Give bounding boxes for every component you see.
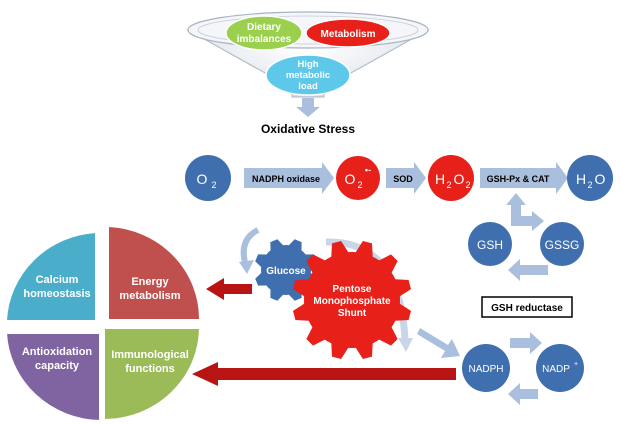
superoxide-node — [336, 156, 380, 200]
dietary-label-2: imbalances — [237, 34, 292, 45]
h2o-label-o: O — [595, 171, 606, 187]
gear-ppp-shape — [293, 241, 411, 359]
h2o2-subscript-2: 2 — [465, 180, 470, 190]
nadp-to-nadph-arrow — [508, 383, 538, 405]
gssg-node — [540, 222, 584, 266]
metabolism-label: Metabolism — [320, 29, 375, 40]
superoxide-subscript: 2 — [357, 180, 362, 190]
immuno-label-1: Immunological — [111, 349, 189, 361]
nadp-superscript: + — [574, 361, 578, 368]
gshpx-arrow — [480, 162, 568, 194]
pentose-shunt-gear — [293, 241, 411, 359]
h2o2-node — [428, 155, 474, 201]
shunt-to-nadph-arrow — [417, 328, 460, 358]
funnel: Dietary imbalances Metabolism High metab… — [186, 11, 430, 98]
ppp-label-2: Monophosphate — [313, 296, 391, 307]
h2o2-label-h: H — [435, 171, 445, 187]
o2-subscript: 2 — [211, 180, 216, 190]
gsh-node — [468, 222, 512, 266]
calcium-label-1: Calcium — [36, 274, 79, 286]
antiox-label-2: capacity — [35, 360, 80, 372]
nadph-to-functions-arrow — [192, 362, 456, 386]
funnel-arrow — [296, 98, 320, 117]
glucose-label: Glucose — [266, 266, 306, 277]
dietary-label-1: Dietary — [247, 22, 281, 33]
nadph-node — [462, 344, 510, 392]
nadph-oxidase-label: NADPH oxidase — [252, 174, 320, 184]
dietary-bubble — [225, 15, 303, 51]
load-label-1: High — [297, 59, 318, 70]
oxidative-stress-title: Oxidative Stress — [261, 122, 355, 136]
nadph-label: NADPH — [468, 364, 503, 375]
shunt-curve-head — [398, 338, 413, 352]
energy-label-1: Energy — [131, 276, 169, 288]
gsh-label: GSH — [477, 238, 503, 252]
h2o2-subscript-1: 2 — [446, 180, 451, 190]
nadp-node — [536, 344, 584, 392]
gssg-label: GSSG — [545, 238, 580, 252]
o2-label: O — [197, 171, 208, 187]
sod-label: SOD — [393, 174, 413, 184]
nadp-label: NADP — [542, 364, 570, 375]
energy-quadrant — [107, 224, 202, 321]
ppp-label-1: Pentose — [333, 284, 372, 295]
antiox-label-1: Antioxidation — [22, 346, 93, 358]
gsh-reductase-box — [481, 296, 573, 318]
h2o2-label-o: O — [454, 171, 465, 187]
function-quadrants — [4, 224, 202, 423]
calcium-quadrant — [4, 230, 97, 322]
energy-label-2: metabolism — [119, 290, 180, 302]
immuno-label-2: functions — [125, 363, 175, 375]
superoxide-superscript: •- — [365, 165, 371, 175]
gsh-gssg-connector — [506, 193, 544, 231]
load-label-3: load — [298, 81, 318, 92]
glucose-curve-head — [239, 260, 254, 274]
h2o-label-h: H — [576, 171, 586, 187]
immunological-quadrant — [103, 327, 202, 422]
h2o-node — [567, 155, 613, 201]
gshpx-label: GSH-Px & CAT — [487, 174, 550, 184]
h2o-subscript: 2 — [587, 180, 592, 190]
glucose-to-energy-arrow — [206, 278, 252, 300]
nadph-oxidase-arrow — [244, 162, 334, 194]
sod-arrow — [386, 162, 426, 194]
calcium-label-2: homeostasis — [23, 288, 90, 300]
metabolism-bubble — [305, 18, 391, 48]
ppp-label-3: Shunt — [338, 308, 367, 319]
o2-node — [185, 155, 231, 201]
nadph-to-nadp-arrow — [510, 332, 542, 354]
superoxide-label: O — [345, 171, 356, 187]
load-label-2: metabolic — [286, 70, 330, 81]
gssg-to-gsh-arrow — [508, 259, 548, 281]
antioxidation-quadrant — [4, 332, 101, 423]
load-bubble — [265, 54, 351, 96]
gsh-reductase-label: GSH reductase — [491, 303, 563, 314]
